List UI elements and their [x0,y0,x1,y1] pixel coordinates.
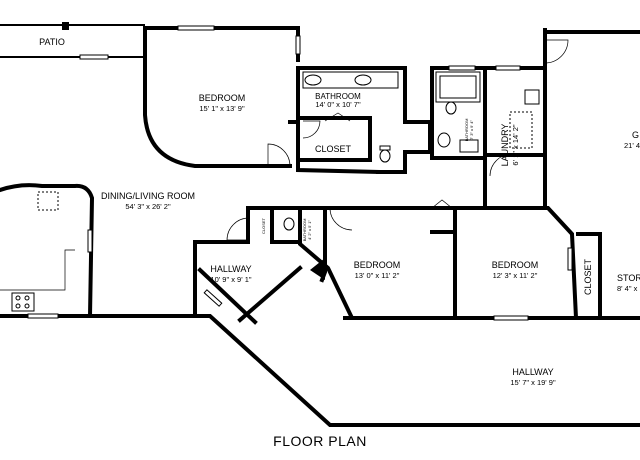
bedroom3-dims: 12' 3" x 11' 2" [493,271,538,280]
hallway1-label: HALLWAY [210,264,251,274]
patio-label: PATIO [39,37,65,47]
bedroom3-label: BEDROOM [492,260,539,270]
fixtures [0,71,540,312]
walls [0,22,640,427]
dining-dims: 54' 3" x 26' 2" [125,202,171,211]
garage-dims: 21' 4 [624,141,640,150]
hallway1-dims: 10' 9" x 9' 1" [210,275,251,284]
bathroom2-dims: 7' 3" x 9' 4" [469,120,474,140]
bedroom2-label: BEDROOM [354,260,401,270]
closet1-label: CLOSET [315,144,352,154]
storage-dims: 8' 4" x [617,284,638,293]
doors [226,39,569,241]
closet-small-label: CLOSET [261,217,266,234]
bathroom3-dims: 4' 2" x 5' 1" [307,220,312,240]
laundry-label: LAUNDRY [500,124,510,167]
hallway2-dims: 15' 7" x 19' 9" [510,378,556,387]
bedroom2-dims: 13' 0" x 11' 2" [355,271,400,280]
bedroom1-label: BEDROOM [199,93,246,103]
bedroom1-dims: 15' 1" x 13' 9" [199,104,245,113]
laundry-dims: 6' 1" x 14' 2" [511,124,520,165]
dining-label: DINING/LIVING ROOM [101,191,195,201]
storage-label: STOR [617,273,640,283]
bathroom1-dims: 14' 0" x 10' 7" [315,100,361,109]
hallway2-label: HALLWAY [512,367,553,377]
plan-title: FLOOR PLAN [273,433,367,449]
bathroom2-label: BATHROOM [464,119,469,142]
bathroom1-label: BATHROOM [315,92,361,101]
closet3-label: CLOSET [583,258,593,295]
bathroom3-label: BATHROOM [302,219,307,242]
garage-label: G [632,130,639,140]
windows [27,25,573,321]
